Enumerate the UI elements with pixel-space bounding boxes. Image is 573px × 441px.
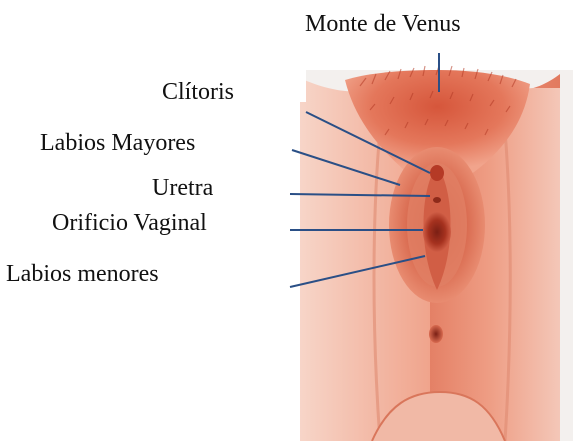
vaginal-opening-shape (423, 212, 451, 252)
urethra-shape (433, 197, 441, 203)
anus-shape (429, 325, 443, 343)
label-clitoris: Clítoris (162, 80, 234, 104)
label-labios-mayores: Labios Mayores (40, 131, 195, 155)
label-monte-de-venus: Monte de Venus (305, 12, 461, 36)
label-uretra: Uretra (152, 176, 213, 200)
clitoris-shape (430, 165, 444, 181)
label-labios-menores: Labios menores (6, 262, 159, 286)
label-orificio-vaginal: Orificio Vaginal (52, 211, 207, 235)
top-left-notch (289, 70, 306, 102)
